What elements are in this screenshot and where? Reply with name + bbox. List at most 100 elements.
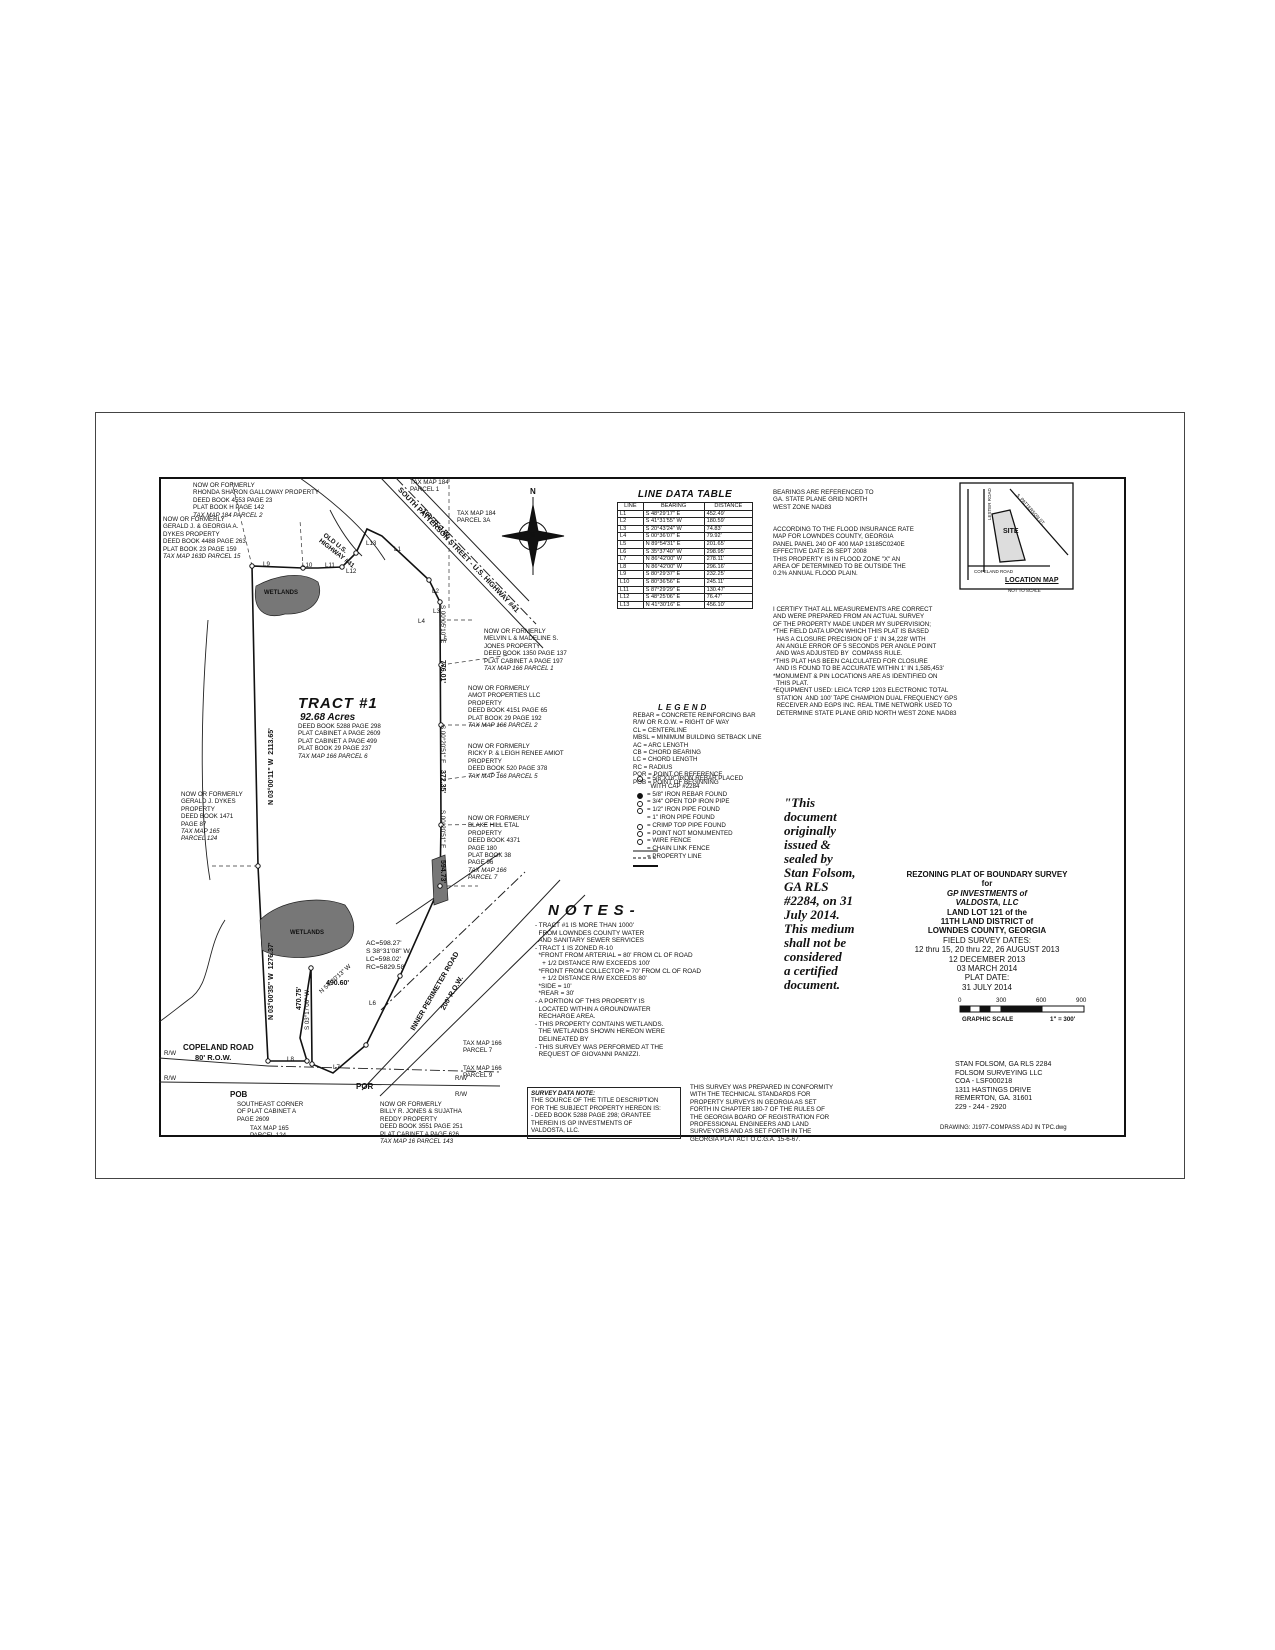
legend-item-8: Rc = RADIUS <box>633 763 673 771</box>
flood-l3: PANEL PANEL 240 OF 400 MAP 13185C0240E <box>773 540 905 548</box>
tract-taxmap: TAX MAP 166 PARCEL 6 <box>298 752 368 760</box>
line-cell: L7 <box>617 555 644 564</box>
certification-stamp: "This document originally issued & seale… <box>784 795 856 992</box>
note-7: *FRONT FROM COLLECTOR = 70' FROM CL of R… <box>535 967 702 975</box>
note-11: - A PORTION OF THIS PROPERTY IS <box>535 997 645 1005</box>
compass-rose <box>501 497 565 575</box>
note-16: DELINEATED BY <box>535 1035 589 1043</box>
conf-l8: GEORGIA PLAT ACT O.C.G.A. 15-6-67. <box>690 1135 801 1143</box>
line-table-title: LINE DATA TABLE <box>637 489 733 500</box>
dykes2-l3: PROPERTY <box>181 805 215 813</box>
wetlands-label-2: WETLANDS <box>290 930 324 936</box>
surveyor-l1: STAN FOLSOM, GA RLS 2284 <box>955 1061 1052 1068</box>
note-15: THE WETLANDS SHOWN HEREON WERE <box>535 1028 665 1036</box>
scale-tick-600: 600 <box>1036 997 1047 1004</box>
reddy-l2: BILLY R. JONES & SUJATHA <box>380 1108 462 1116</box>
legend-sym-10: = CHAIN LINK FENCE <box>647 845 710 853</box>
notes-list: - TRACT #1 IS MORE THAN 1000' FROM LOWND… <box>535 922 701 1059</box>
tract-l4: PLAT BOOK 29 PAGE 237 <box>298 745 372 753</box>
rw-label-1: R/W <box>164 1050 177 1057</box>
surveyor-l3: COA - LSF000218 <box>955 1078 1013 1086</box>
certify-l14: RECEIVER AND EGPS INC. REAL TIME NETWORK… <box>773 702 952 710</box>
copeland-row-label: 80' R.O.W. <box>195 1053 232 1062</box>
amot-l1: NOW OR FORMERLY <box>468 685 530 692</box>
tax165-124-l1: TAX MAP 165 <box>250 1125 289 1132</box>
jones1-l5: PLAT CABINET A PAGE 197 <box>484 657 563 665</box>
reddy-l4: DEED BOOK 3551 PAGE 251 <box>380 1123 463 1131</box>
line-label-l4: L4 <box>418 618 425 625</box>
line-cell: L5 <box>617 539 644 549</box>
certify-l12: *EQUIPMENT USED: LEICA TCRP 1203 ELECTRO… <box>773 687 949 695</box>
note-1: - TRACT #1 IS MORE THAN 1000' <box>535 922 634 929</box>
legend-sym-1: = 5/8"x18" IRON REBAR PLACED <box>647 775 744 782</box>
legend-item-6: CB = CHORD BEARING <box>633 749 701 757</box>
tract-title: TRACT #1 <box>298 695 378 712</box>
surveyor-info: STAN FOLSOM, GA RLS 2284 FOLSOM SURVEYIN… <box>955 1061 1051 1113</box>
tax184-1-l2: PARCEL 1 <box>410 486 440 494</box>
title-l3: GP INVESTMENTS of <box>946 888 1028 898</box>
certify-l2: AND WERE PREPARED FROM AN ACTUAL SURVEY <box>773 613 925 621</box>
blake-l3: PROPERTY <box>468 829 502 837</box>
line-cell: L2 <box>617 517 644 526</box>
location-map-road1: COPELAND ROAD <box>974 569 1014 574</box>
distance-col-header: DISTANCE <box>703 502 754 511</box>
southeast-corner: SOUTHEAST CORNER OF PLAT CABINET A PAGE … <box>237 1101 303 1123</box>
tax166-parcel9: TAX MAP 166 PARCEL 9 <box>463 1065 502 1080</box>
line-label-l6: L6 <box>369 1000 376 1007</box>
title-l11: 03 MARCH 2014 <box>956 964 1018 974</box>
line-cell: L12 <box>617 593 644 602</box>
line-cell: L1 <box>617 509 644 519</box>
dykes2-tax1: TAX MAP 165 <box>181 828 220 836</box>
rw-label-4: R/W <box>455 1091 468 1098</box>
blake-l4: DEED BOOK 4371 <box>468 837 521 845</box>
rw-label-3: R/W <box>455 1075 468 1082</box>
flood-note: ACCORDING TO THE FLOOD INSURANCE RATE MA… <box>773 526 914 578</box>
bearing-cell: N 41°30'16" E <box>642 600 705 610</box>
surveyor-l4: 1311 HASTINGS DRIVE <box>955 1086 1032 1094</box>
title-l2: for <box>981 879 993 889</box>
south-call2: S 03°17'00" W <box>304 990 311 1030</box>
certify-l4: *THE FIELD DATA UPON WHICH THIS PLAT IS … <box>773 628 929 636</box>
tract-acres: 92.68 Acres <box>300 712 356 723</box>
line-label-l1: L1 <box>394 546 401 553</box>
west-call-south: N 03°00'35" W 1276.37' <box>268 942 275 1020</box>
surveyor-l2: FOLSOM SURVEYING LLC <box>955 1069 1043 1077</box>
amot-l3: PROPERTY <box>468 699 502 707</box>
location-map-sub: NOT TO SCALE <box>1008 588 1041 593</box>
jones1-l2: MELVIN L & MADELINE S. <box>484 635 559 643</box>
line-label-l8: L8 <box>287 1056 294 1063</box>
owner-dykes1: NOW OR FORMERLY GERALD J. & GEORGIA A. D… <box>163 516 246 560</box>
blake-l5: PAGE 180 <box>468 844 497 852</box>
patterson-road <box>380 477 544 649</box>
scale-tick-900: 900 <box>1076 997 1087 1004</box>
tax165-parcel124: TAX MAP 165 PARCEL 124 <box>250 1125 289 1140</box>
bearing-cell: S 20°43'24" W <box>642 524 705 534</box>
reddy-tax: TAX MAP 16 PARCEL 143 <box>380 1138 454 1146</box>
blake-l1: NOW OR FORMERLY <box>468 815 530 822</box>
bearing-cell: S 48°29'17" E <box>642 509 705 519</box>
bearing-cell: S 80°36'56" E <box>642 577 705 587</box>
tax184-parcel3a: TAX MAP 184 PARCEL 3A <box>457 510 496 525</box>
graphic-scale-bar <box>959 1005 1085 1013</box>
sdn-l5: VALDOSTA, LLC. <box>531 1127 580 1135</box>
line-cell: L8 <box>617 562 644 572</box>
sdn-l2: FOR THE SUBJECT PROPERTY HEREON IS: <box>531 1104 661 1112</box>
tax166-7-l1: TAX MAP 166 <box>463 1040 502 1047</box>
line-label-l11: L11 <box>325 562 335 569</box>
conformity-note: THIS SURVEY WAS PREPARED IN CONFORMITY W… <box>690 1084 833 1143</box>
title-l8: FIELD SURVEY DATES: <box>942 935 1032 945</box>
east-dist-2: 372.35' <box>439 770 446 794</box>
bearings-l1: BEARINGS ARE REFERENCED TO <box>773 489 874 496</box>
legend-item-9: POR = POINT OF REFERENCE <box>633 771 723 779</box>
tax184-3a-l1: TAX MAP 184 <box>457 510 496 517</box>
line-cell: L6 <box>617 547 644 557</box>
survey-data-note: SURVEY DATA NOTE: THE SOURCE OF THE TITL… <box>531 1090 661 1134</box>
owner-galloway: NOW OR FORMERLY RHONDA SHARON GALLOWAY P… <box>193 482 319 519</box>
distance-cell: 201.65' <box>703 539 754 549</box>
amiot-tax: TAX MAP 166 PARCEL 5 <box>468 772 538 780</box>
distance-cell: 456.10' <box>703 600 754 610</box>
tax166-9-l2: PARCEL 9 <box>463 1072 493 1080</box>
bearing-cell: N 86°42'00" W <box>642 555 705 564</box>
